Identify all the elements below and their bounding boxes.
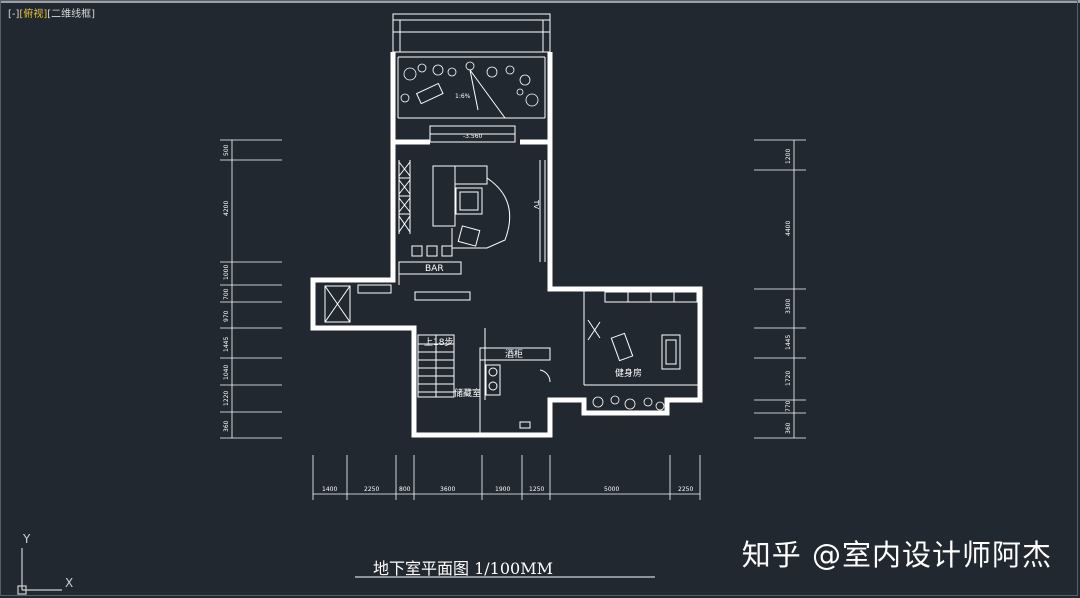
dim-bottom-1: 1400 xyxy=(322,486,337,493)
dim-bottom-8: 2250 xyxy=(678,486,693,493)
stairs xyxy=(417,334,455,398)
dim-left-9: 360 xyxy=(223,420,230,432)
dim-right-2: 4400 xyxy=(785,221,792,236)
dim-left-7: 1040 xyxy=(223,365,230,380)
balcony xyxy=(392,13,551,143)
tv-label: TV xyxy=(532,199,540,209)
dim-left-2: 4200 xyxy=(223,201,230,216)
interior-walls xyxy=(324,160,700,435)
dim-right-5: 1720 xyxy=(785,371,792,386)
dim-left-6: 1445 xyxy=(223,337,230,352)
dimension-right-labels: 1200 4400 3300 1445 1720 770 360 xyxy=(785,149,792,434)
dimension-left xyxy=(220,139,282,439)
dimension-bottom-labels: 1400 2250 800 3600 1900 1250 5000 2250 xyxy=(322,486,693,493)
dim-left-8: 1220 xyxy=(223,391,230,406)
dim-left-5: 970 xyxy=(223,310,230,322)
drawing-title: 地下室平面图 1/100MM xyxy=(373,559,553,578)
stairs-up-label: 上18步 xyxy=(424,337,453,348)
dimension-bottom xyxy=(312,455,701,500)
viewport-minimize-control[interactable]: [-] xyxy=(8,9,20,20)
bathroom-fixtures xyxy=(485,364,551,429)
dim-right-3: 3300 xyxy=(785,299,792,314)
ucs-icon xyxy=(17,548,62,595)
dim-right-6: 770 xyxy=(785,400,792,412)
dim-bottom-3: 800 xyxy=(399,486,411,493)
room-labels: 1:6% -3.560 TV BAR 上18步 酒柜 储藏室 健身房 xyxy=(424,93,642,399)
dim-right-4: 1445 xyxy=(785,335,792,350)
dim-bottom-5: 1900 xyxy=(495,486,510,493)
dim-bottom-2: 2250 xyxy=(364,486,379,493)
view-direction-control[interactable]: [俯视] xyxy=(19,9,48,20)
dim-left-1: 500 xyxy=(223,144,230,156)
dimension-left-labels: 500 4200 1000 700 970 1445 1040 1220 360 xyxy=(223,144,230,432)
wine-cabinet-label: 酒柜 xyxy=(505,348,523,360)
dim-right-1: 1200 xyxy=(785,149,792,164)
dim-bottom-4: 3600 xyxy=(440,486,455,493)
sun-lounger xyxy=(415,82,444,105)
plants xyxy=(400,61,665,411)
gym-room-label: 健身房 xyxy=(615,367,642,379)
slope-label: 1:6% xyxy=(455,93,471,100)
dim-bottom-6: 1250 xyxy=(529,486,544,493)
viewport-controls[interactable]: [-][俯视][二维线框] xyxy=(8,8,95,22)
gym-equipment xyxy=(587,319,681,370)
exterior-walls xyxy=(310,52,703,438)
dim-right-7: 360 xyxy=(785,422,792,434)
level-label: -3.560 xyxy=(463,133,483,140)
zhihu-watermark: 知乎 @室内设计师阿杰 xyxy=(741,538,1052,572)
dim-bottom-7: 5000 xyxy=(604,486,619,493)
window-top-strip xyxy=(0,0,1080,3)
visual-style-control[interactable]: [二维线框] xyxy=(47,9,96,20)
dim-left-3: 1000 xyxy=(223,265,230,280)
ucs-x-label: X xyxy=(65,576,74,590)
storage-room-label: 储藏室 xyxy=(454,387,481,399)
bar-label: BAR xyxy=(425,264,444,274)
ucs-y-label: Y xyxy=(23,532,31,546)
dimension-right xyxy=(754,139,806,439)
dim-left-4: 700 xyxy=(223,288,230,300)
living-furniture xyxy=(411,165,511,257)
